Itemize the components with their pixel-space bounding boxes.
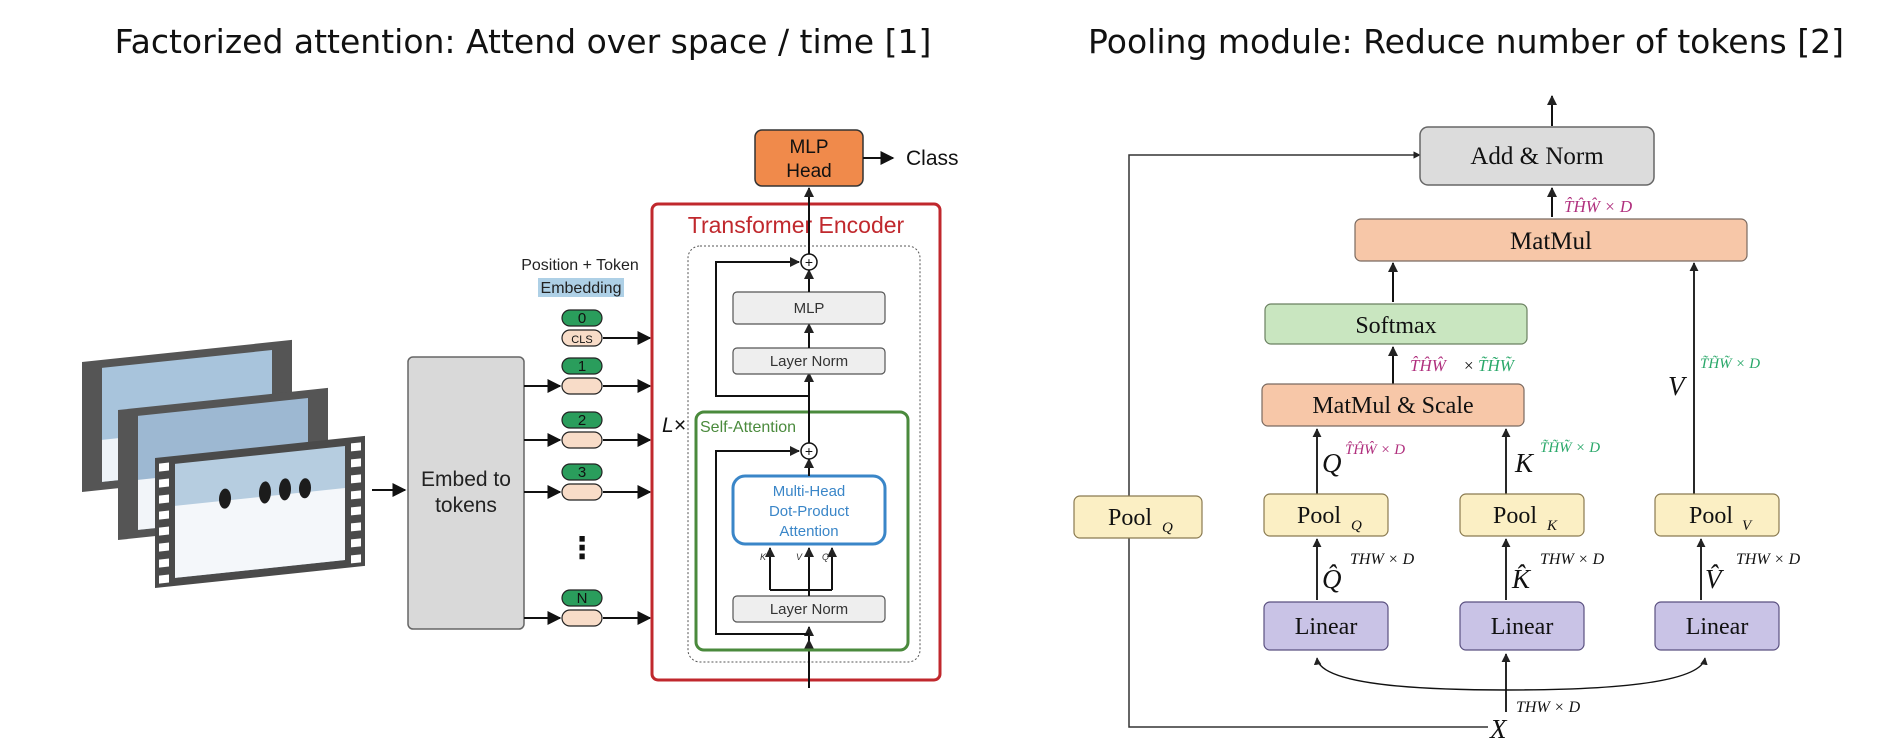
q-symbol: Q <box>1322 448 1342 478</box>
pool-v: Pool V <box>1654 493 1780 537</box>
position-token-label: Position + Token <box>521 257 639 274</box>
svg-text:3: 3 <box>578 464 586 481</box>
pool-q: Pool Q <box>1263 493 1389 537</box>
k-hat-symbol: K̂ <box>1511 564 1532 594</box>
v-label: V <box>796 552 803 562</box>
token-1: 1 <box>524 357 652 395</box>
class-label: Class <box>906 147 959 170</box>
q-hat-symbol: Q̂ <box>1322 564 1342 594</box>
svg-text:+: + <box>805 254 813 270</box>
svg-text:Linear: Linear <box>1491 614 1554 640</box>
pool-k: Pool K <box>1459 493 1585 537</box>
matmul-label: MatMul <box>1510 228 1592 255</box>
linear-v: Linear <box>1654 601 1780 651</box>
matmul-box <box>1354 218 1748 262</box>
svg-text:Pool: Pool <box>1297 503 1341 529</box>
self-attention-label: Self-Attention <box>700 419 796 436</box>
video-frames-illustration <box>82 339 365 588</box>
embedding-highlight <box>538 278 624 297</box>
q-label: Q <box>822 552 829 562</box>
layer-norm-label-upper: Layer Norm <box>770 353 848 370</box>
multi-head-label-1: Multi-Head <box>773 483 846 500</box>
k-dims: T̃H̃W̃ × D <box>1540 440 1600 456</box>
self-attention-box <box>694 410 910 652</box>
embedding-label: Embedding <box>541 280 622 297</box>
svg-text:K: K <box>1546 518 1558 534</box>
svg-text:0: 0 <box>578 310 586 327</box>
transformer-encoder-box <box>650 202 942 682</box>
transformer-encoder-label: Transformer Encoder <box>688 212 905 238</box>
matmul-scale-box <box>1261 383 1525 427</box>
svg-text:Pool: Pool <box>1689 503 1733 529</box>
svg-text:Q: Q <box>1162 520 1173 536</box>
token-ellipsis: ⋮ <box>567 532 597 565</box>
softmax-box <box>1264 303 1528 345</box>
add-norm-label: Add & Norm <box>1470 143 1604 170</box>
svg-text:CLS: CLS <box>571 334 592 346</box>
svg-text:V: V <box>1742 518 1753 534</box>
layer-norm-label-lower: Layer Norm <box>770 601 848 618</box>
multi-head-label-2: Dot-Product <box>769 503 850 520</box>
token-2: 2 <box>524 411 652 449</box>
linear-q: Linear <box>1263 601 1389 651</box>
dims-softmax-b: T̃H̃W̃ <box>1478 356 1516 375</box>
softmax-label: Softmax <box>1355 313 1436 339</box>
x-dims: THW × D <box>1516 699 1581 716</box>
embed-to-tokens-label-2: tokens <box>435 494 497 517</box>
k-hat-dims: THW × D <box>1540 551 1605 568</box>
right-title: Pooling module: Reduce number of tokens … <box>1088 22 1844 61</box>
pool-q-left: Pool Q <box>1073 495 1203 539</box>
svg-text:1: 1 <box>578 358 586 375</box>
svg-text:2: 2 <box>578 412 586 429</box>
k-label: K <box>760 552 767 562</box>
svg-text:N: N <box>577 590 588 607</box>
v-hat-symbol: V̂ <box>1705 564 1725 594</box>
svg-text:+: + <box>805 443 813 459</box>
encoder-block-dashed <box>687 245 921 663</box>
q-dims: T̂ĤŴ × D <box>1345 441 1405 458</box>
v-dims: T̃H̃W̃ × D <box>1700 356 1760 372</box>
mlp-head-label-1: MLP <box>789 137 828 158</box>
svg-text:Linear: Linear <box>1686 614 1749 640</box>
svg-text:Pool: Pool <box>1108 505 1152 531</box>
token-0: 0 CLS <box>561 309 652 347</box>
token-n: N <box>524 589 652 627</box>
linear-k: Linear <box>1459 601 1585 651</box>
svg-text:Linear: Linear <box>1295 614 1358 640</box>
v-symbol: V <box>1668 371 1688 401</box>
lx-label: L× <box>662 414 686 437</box>
left-title: Factorized attention: Attend over space … <box>114 22 932 61</box>
multi-head-label-3: Attention <box>779 523 838 540</box>
token-3: 3 <box>524 463 652 501</box>
mlp-label: MLP <box>794 300 825 317</box>
mlp-head-label-2: Head <box>786 161 831 182</box>
svg-text:Q: Q <box>1351 518 1362 534</box>
svg-text:Pool: Pool <box>1493 503 1537 529</box>
matmul-scale-label: MatMul & Scale <box>1312 393 1473 419</box>
dims-softmax-x: × <box>1464 356 1474 375</box>
dims-softmax-a: T̂ĤŴ <box>1410 356 1448 375</box>
dims-top-label: T̂ĤŴ × D <box>1564 197 1633 216</box>
embed-to-tokens-box <box>407 356 525 630</box>
k-symbol: K <box>1514 448 1535 478</box>
q-hat-dims: THW × D <box>1350 551 1415 568</box>
embed-to-tokens-label-1: Embed to <box>421 468 511 491</box>
v-hat-dims: THW × D <box>1736 551 1801 568</box>
add-norm-box <box>1419 126 1655 186</box>
x-symbol: X <box>1489 714 1508 744</box>
